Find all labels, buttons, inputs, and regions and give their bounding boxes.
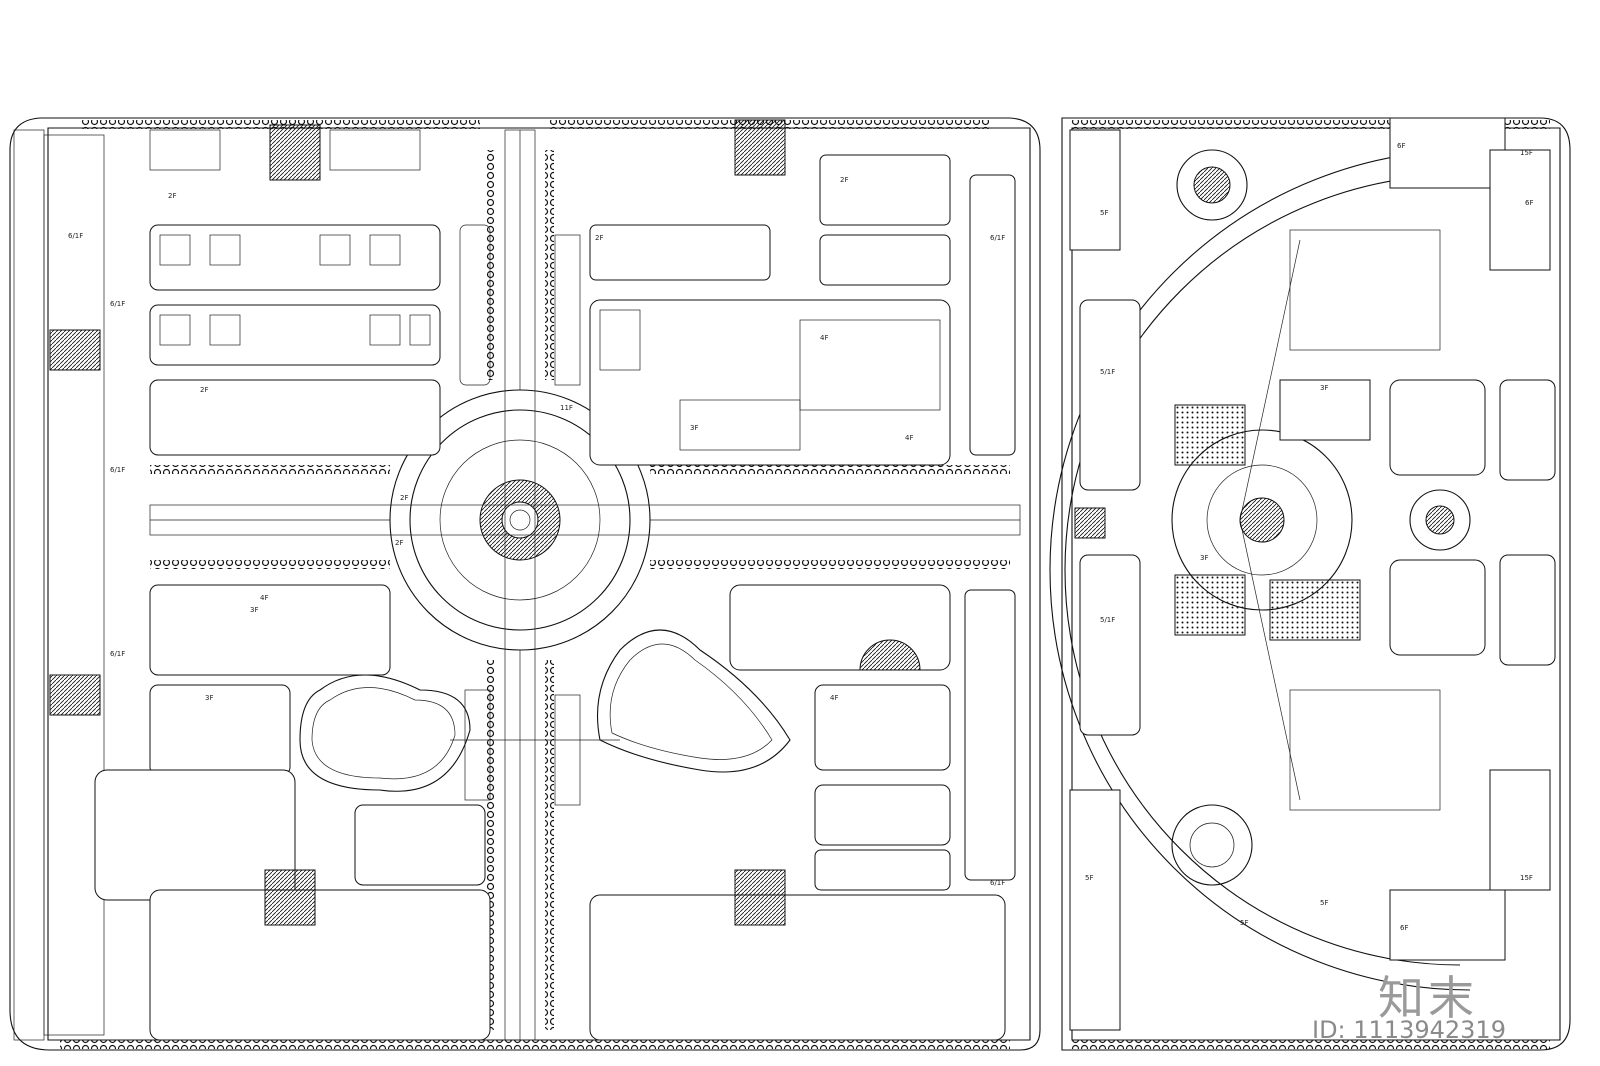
unit-label: 6/1F: [110, 466, 125, 474]
storey-label: 3F: [205, 694, 213, 702]
storey-label: 2F: [840, 176, 848, 184]
east-perimeter-buildings: [1069, 117, 1556, 1031]
storey-label: 2F: [400, 494, 408, 502]
storey-labels: 2F 2F 2F 2F 3F 3F 4F 4F 6F 15F 11F 2F 2F…: [68, 142, 1533, 932]
main-boulevards: [149, 129, 1021, 1041]
storey-label: 11F: [560, 404, 573, 412]
storey-label: 15F: [1520, 874, 1533, 882]
unit-label: 6/1F: [110, 650, 125, 658]
northwest-housing-blocks: [149, 124, 491, 456]
storey-label: 4F: [905, 434, 913, 442]
storey-label: 2F: [395, 539, 403, 547]
storey-label: 5F: [1320, 899, 1328, 907]
southwest-housing-blocks: [94, 584, 491, 1041]
watermark-logo: 知末: [1378, 971, 1478, 1025]
storey-label: 4F: [820, 334, 828, 342]
storey-label: 2F: [168, 192, 176, 200]
storey-label: 2F: [595, 234, 603, 242]
unit-label: 6/1F: [110, 300, 125, 308]
street-tree-rows: [60, 120, 1550, 1049]
unit-label: 5/1F: [1100, 368, 1115, 376]
storey-label: 6F: [1400, 924, 1408, 932]
storey-label: 3F: [250, 606, 258, 614]
central-lake-park: [299, 629, 791, 792]
unit-label: 6/1F: [990, 234, 1005, 242]
storey-label: 2F: [200, 386, 208, 394]
storey-label: 15F: [1520, 149, 1533, 157]
storey-label: 3F: [1200, 554, 1208, 562]
unit-label: 6/1F: [990, 879, 1005, 887]
north-central-housing-blocks: [554, 119, 1016, 466]
storey-label: 3F: [1320, 384, 1328, 392]
storey-label: 6F: [1525, 199, 1533, 207]
unit-label: 5/1F: [1100, 616, 1115, 624]
unit-label: 6/1F: [68, 232, 83, 240]
east-arc-plaza: [1049, 149, 1471, 991]
watermark-id: ID: 1113942319: [1312, 1016, 1506, 1044]
storey-label: 3F: [690, 424, 698, 432]
storey-label: 4F: [260, 594, 268, 602]
storey-label: 5F: [1085, 874, 1093, 882]
southeast-housing-blocks: [554, 584, 1016, 1041]
storey-label: 6F: [1397, 142, 1405, 150]
storey-label: 5F: [1100, 209, 1108, 217]
storey-label: 5F: [1240, 919, 1248, 927]
west-townhouse-strip: [13, 129, 105, 1041]
storey-label: 4F: [830, 694, 838, 702]
